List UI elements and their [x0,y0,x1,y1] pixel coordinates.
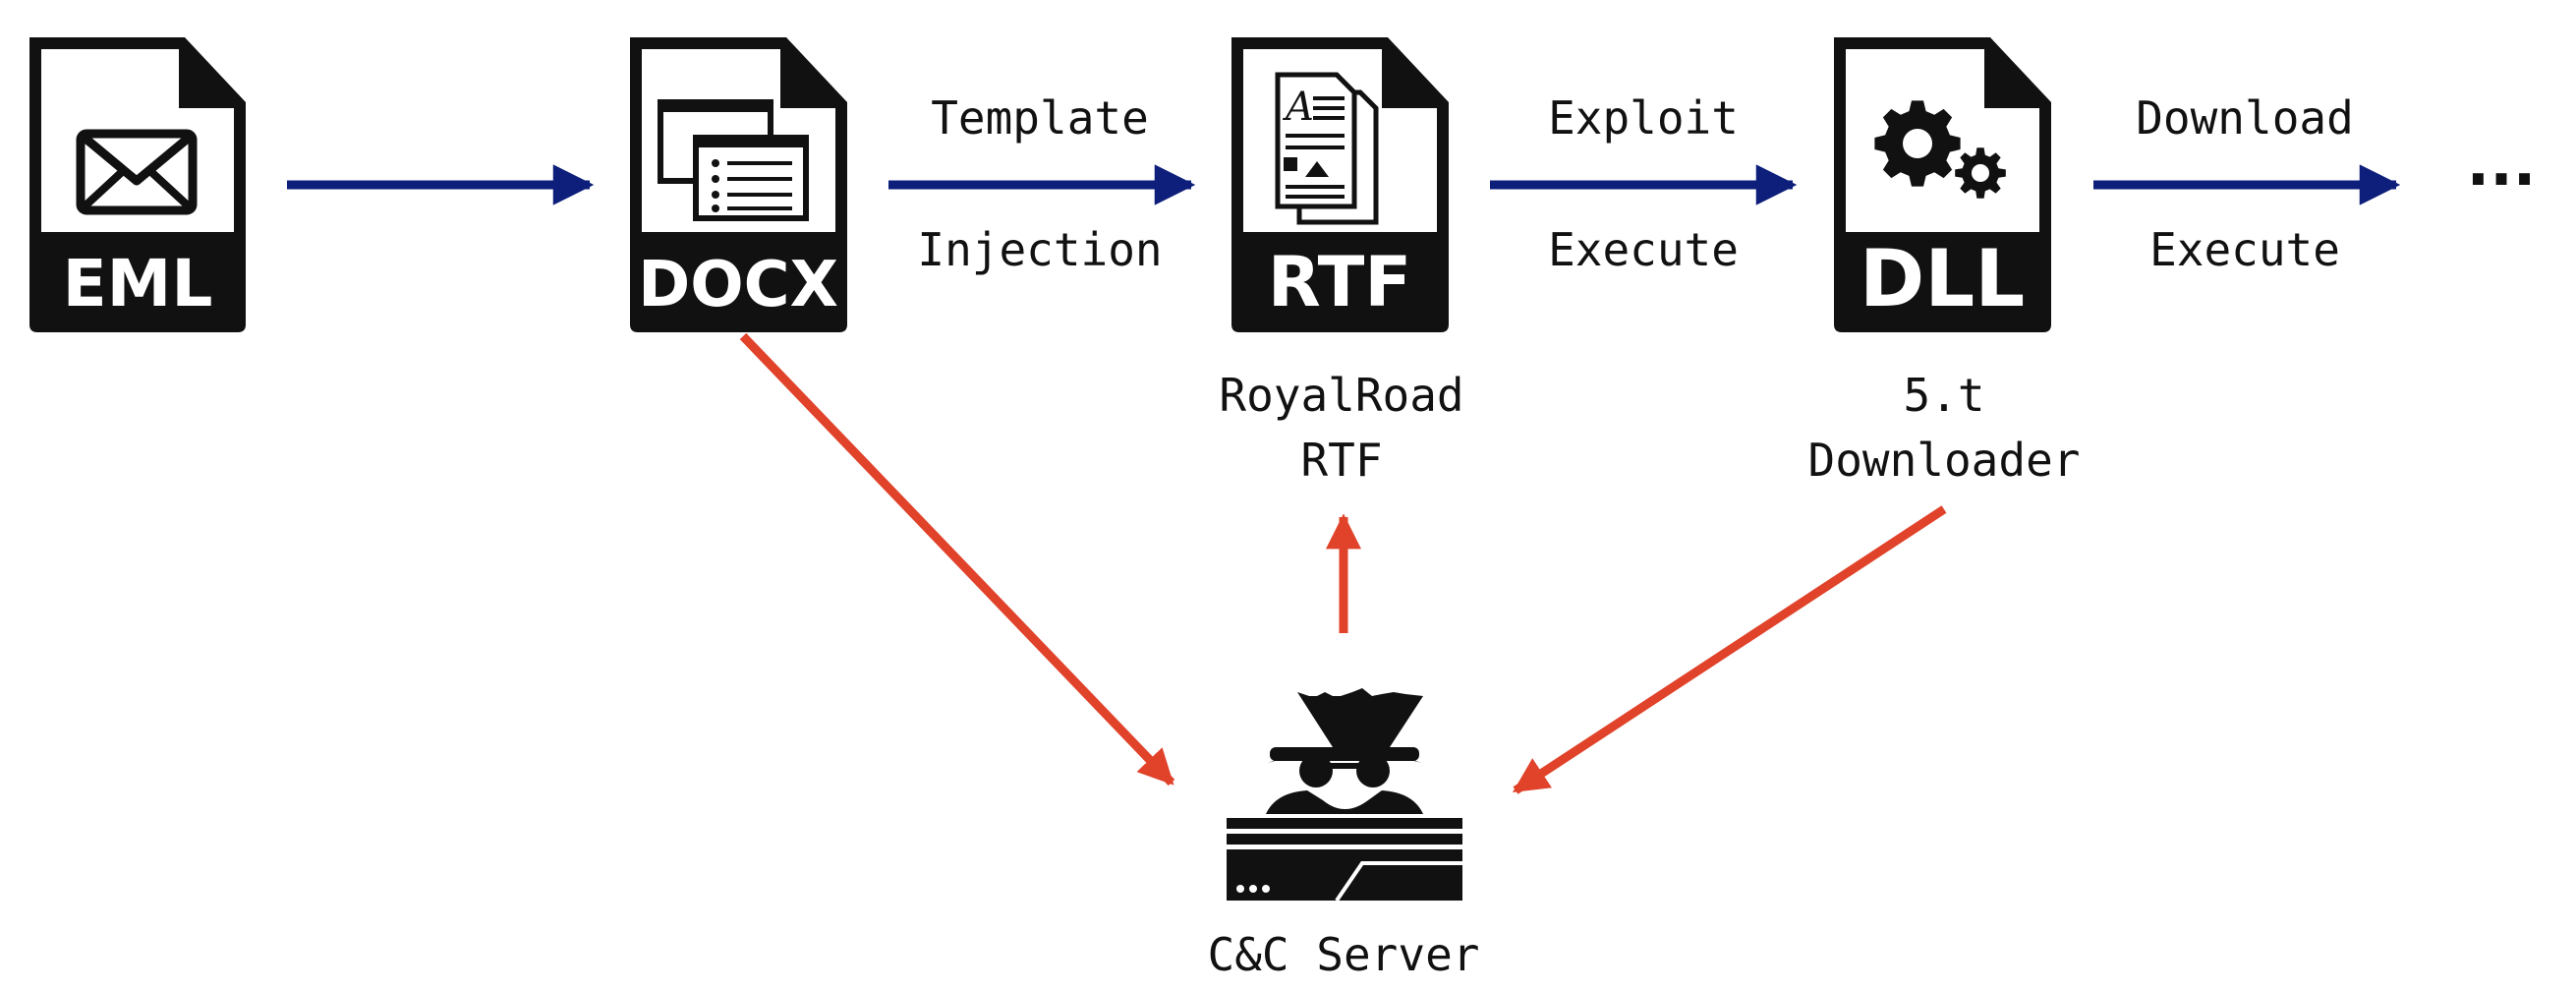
edge-label-injection: Injection [917,223,1162,276]
edge-label-download: Download [2136,91,2354,145]
rtf-caption-line-1: RoyalRoad [1219,369,1463,422]
shoulders-shape [1266,790,1423,814]
svg-text:A: A [1282,85,1314,130]
rtf-caption-line-2: RTF [1300,434,1382,487]
dll-file-node: DLL [1834,37,2051,332]
edge-label-template: Template [931,91,1149,145]
dll-caption-line-1: 5.t [1903,369,1984,422]
left-lens [1299,754,1333,787]
right-lens [1356,754,1390,787]
large-gear-icon [1874,100,1961,187]
eml-file-node: EML [29,37,246,332]
arrow-dll-to-server [1512,505,1947,794]
document-windows-icon [658,99,809,221]
eml-file-page [41,49,234,232]
rtf-badge: RTF [1268,242,1411,322]
rtf-document-icon: A [1275,72,1379,225]
hacker-server-icon [1227,688,1462,903]
server-label: C&C Server [1208,928,1480,981]
gears-icon [1874,100,2006,199]
dll-badge: DLL [1860,233,2025,324]
hat-shape [1297,688,1423,749]
edge-label-execute-2: Execute [2149,223,2340,276]
dll-caption-line-2: Downloader [1808,434,2081,487]
continuation-ellipsis: ... [2467,128,2537,200]
edge-label-execute-1: Execute [1548,223,1739,276]
rtf-file-node: A RTF [1231,37,1449,332]
arrow-docx-to-server [739,332,1175,787]
edge-label-exploit: Exploit [1548,91,1739,145]
small-gear-icon [1955,147,2006,199]
server-body [1227,849,1462,901]
eml-badge: EML [63,246,213,321]
docx-file-node: DOCX [630,37,847,332]
docx-badge: DOCX [638,249,838,321]
envelope-icon [76,129,198,215]
